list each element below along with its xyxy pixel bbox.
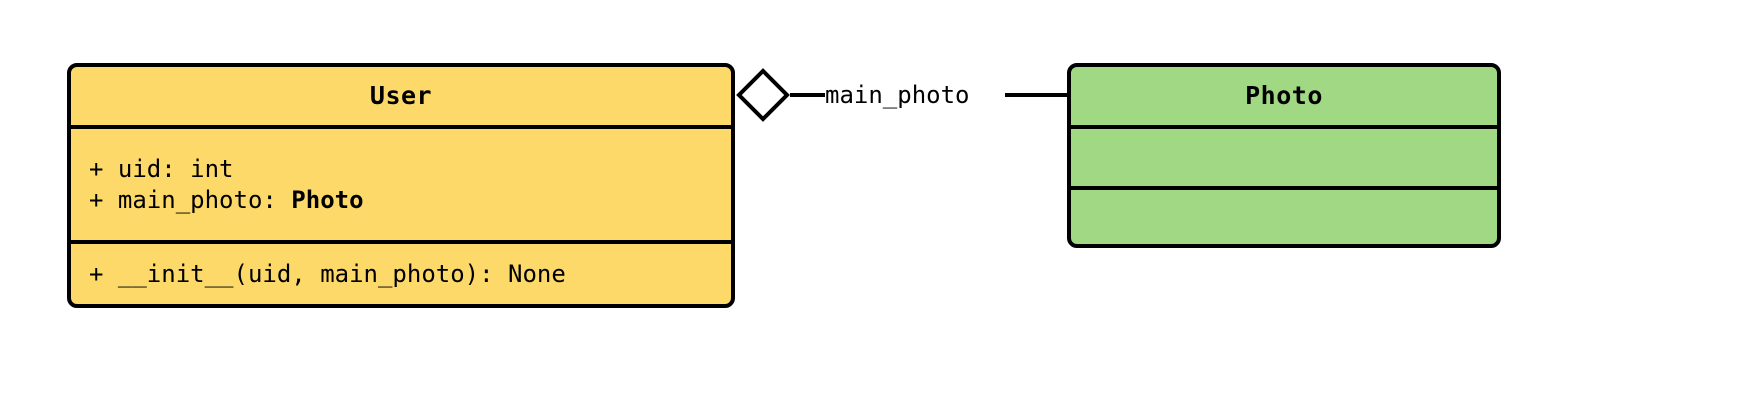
- uml-class-photo[interactable]: Photo: [1067, 63, 1501, 248]
- uml-class-user[interactable]: User + uid: int + main_photo: Photo + __…: [67, 63, 735, 308]
- uml-attribute-main-photo-type: Photo: [291, 185, 364, 214]
- uml-attribute-main-photo-prefix: + main_photo:: [89, 185, 292, 214]
- uml-attribute-uid: + uid: int: [89, 154, 234, 183]
- uml-class-user-title-compartment: User: [71, 67, 731, 129]
- uml-class-user-name: User: [369, 81, 433, 111]
- uml-class-photo-attributes-compartment: [1071, 129, 1497, 190]
- association-line-left: [790, 93, 825, 97]
- uml-class-photo-title-compartment: Photo: [1071, 67, 1497, 129]
- uml-class-user-methods-compartment: + __init__(uid, main_photo): None: [71, 244, 731, 304]
- aggregation-diamond-icon: [736, 68, 790, 122]
- association-label-main-photo: main_photo: [825, 81, 970, 109]
- uml-class-photo-methods-compartment: [1071, 190, 1497, 244]
- uml-class-photo-name: Photo: [1245, 81, 1323, 111]
- uml-attribute-main-photo: + main_photo: Photo: [89, 185, 713, 216]
- uml-method-init: + __init__(uid, main_photo): None: [89, 259, 566, 288]
- association-line-right: [1005, 93, 1067, 97]
- uml-class-user-attributes-compartment: + uid: int + main_photo: Photo: [71, 129, 731, 244]
